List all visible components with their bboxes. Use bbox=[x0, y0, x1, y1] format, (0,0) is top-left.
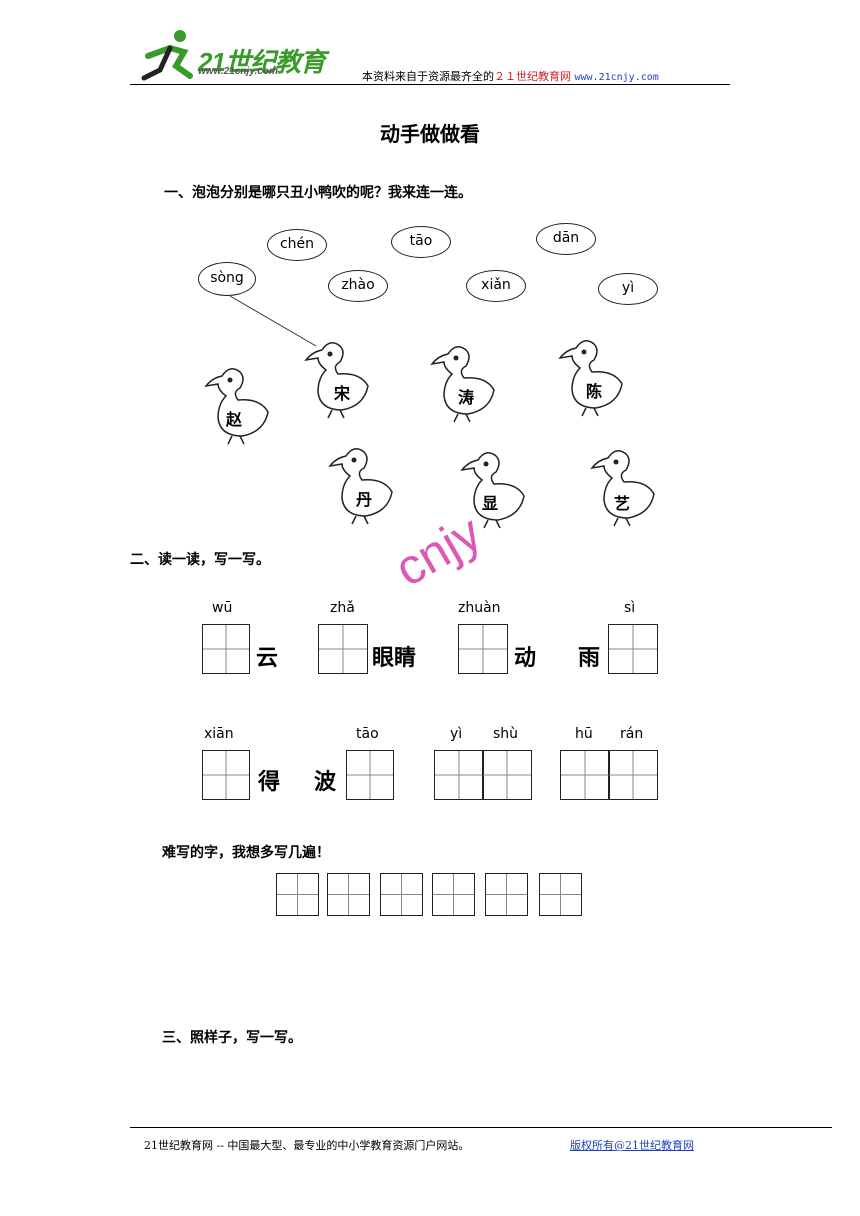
pinyin-zha: zhǎ bbox=[330, 600, 355, 616]
duck-tao[interactable]: 涛 bbox=[428, 340, 498, 424]
site-logo bbox=[140, 26, 340, 84]
writing-box[interactable] bbox=[458, 624, 508, 674]
header-note-brand[interactable]: ２１世纪教育网 bbox=[494, 70, 571, 83]
char-dong: 动 bbox=[514, 646, 537, 671]
duckling-icon bbox=[204, 368, 269, 445]
writing-box[interactable] bbox=[434, 750, 484, 800]
duck-char: 宋 bbox=[334, 384, 351, 403]
logo-url: www.21cnjy.com bbox=[198, 66, 278, 77]
header-note-prefix: 本资料来自于资源最齐全的 bbox=[362, 70, 494, 83]
practice-box[interactable] bbox=[485, 873, 528, 916]
duck-char: 显 bbox=[482, 494, 499, 513]
pinyin-hu: hū bbox=[575, 726, 593, 742]
writing-box[interactable] bbox=[346, 750, 394, 800]
duck-char: 涛 bbox=[458, 388, 475, 407]
duck-char: 丹 bbox=[356, 490, 373, 509]
footer-divider bbox=[130, 1127, 832, 1128]
pinyin-wu: wū bbox=[212, 600, 233, 616]
practice-box[interactable] bbox=[380, 873, 423, 916]
bubble-dan[interactable]: dān bbox=[536, 223, 596, 255]
pinyin-si: sì bbox=[624, 600, 636, 616]
header-divider bbox=[130, 84, 730, 85]
practice-box[interactable] bbox=[539, 873, 582, 916]
header-note: 本资料来自于资源最齐全的２１世纪教育网 www.21cnjy.com bbox=[362, 68, 659, 84]
page-title: 动手做做看 bbox=[380, 122, 480, 146]
section1-heading: 一、泡泡分别是哪只丑小鸭吹的呢？我来连一连。 bbox=[164, 185, 472, 201]
char-yun: 云 bbox=[256, 646, 279, 671]
pinyin-zhuan: zhuàn bbox=[458, 600, 501, 616]
char-yanjing: 眼睛 bbox=[372, 646, 417, 671]
section3-heading: 三、照样子，写一写。 bbox=[162, 1030, 302, 1046]
bubble-zhao[interactable]: zhào bbox=[328, 270, 388, 302]
pinyin-yi: yì bbox=[450, 726, 463, 742]
duck-song[interactable]: 宋 bbox=[302, 336, 372, 420]
section2-heading: 二、读一读，写一写。 bbox=[130, 552, 270, 568]
practice-box[interactable] bbox=[432, 873, 475, 916]
header-note-url[interactable]: www.21cnjy.com bbox=[574, 72, 659, 83]
writing-box[interactable] bbox=[202, 624, 250, 674]
bubble-chen[interactable]: chén bbox=[267, 229, 327, 261]
practice-box[interactable] bbox=[327, 873, 370, 916]
writing-box[interactable] bbox=[482, 750, 532, 800]
duck-chen[interactable]: 陈 bbox=[556, 334, 626, 418]
pinyin-ran: rán bbox=[620, 726, 644, 742]
writing-box[interactable] bbox=[608, 624, 658, 674]
duckling-icon bbox=[430, 346, 495, 423]
logo-text: 21世纪教育 bbox=[198, 47, 326, 77]
duck-yi[interactable]: 艺 bbox=[588, 444, 658, 528]
char-bo: 波 bbox=[314, 770, 337, 795]
writing-box[interactable] bbox=[202, 750, 250, 800]
footer-left: 21世纪教育网 -- 中国最大型、最专业的中小学教育资源门户网站。 bbox=[144, 1139, 470, 1152]
duck-char: 赵 bbox=[226, 410, 243, 429]
writing-box[interactable] bbox=[318, 624, 368, 674]
runner-logo-icon bbox=[141, 30, 193, 81]
duck-char: 陈 bbox=[586, 382, 603, 401]
bubble-tao[interactable]: tāo bbox=[391, 226, 451, 258]
pinyin-shu: shù bbox=[493, 726, 519, 742]
duck-zhao[interactable]: 赵 bbox=[202, 362, 272, 446]
bubble-yi[interactable]: yì bbox=[598, 273, 658, 305]
pinyin-tao: tāo bbox=[356, 726, 379, 742]
duckling-icon bbox=[590, 450, 655, 527]
practice-label: 难写的字，我想多写几遍！ bbox=[162, 845, 330, 861]
duckling-icon bbox=[460, 452, 525, 529]
practice-box[interactable] bbox=[276, 873, 319, 916]
writing-box[interactable] bbox=[608, 750, 658, 800]
char-yu: 雨 bbox=[578, 646, 601, 671]
duck-dan[interactable]: 丹 bbox=[326, 442, 396, 526]
bubble-song[interactable]: sòng bbox=[198, 262, 256, 296]
writing-box[interactable] bbox=[560, 750, 610, 800]
bubble-xian[interactable]: xiǎn bbox=[466, 270, 526, 302]
duckling-icon bbox=[304, 342, 369, 419]
char-de: 得 bbox=[258, 770, 281, 795]
duck-char: 艺 bbox=[614, 494, 631, 513]
footer-copyright-link[interactable]: 版权所有@21世纪教育网 bbox=[570, 1139, 694, 1152]
duck-xian[interactable]: 显 bbox=[458, 446, 528, 530]
duckling-icon bbox=[328, 448, 393, 525]
pinyin-xian: xiān bbox=[204, 726, 234, 742]
duckling-icon bbox=[558, 340, 623, 417]
